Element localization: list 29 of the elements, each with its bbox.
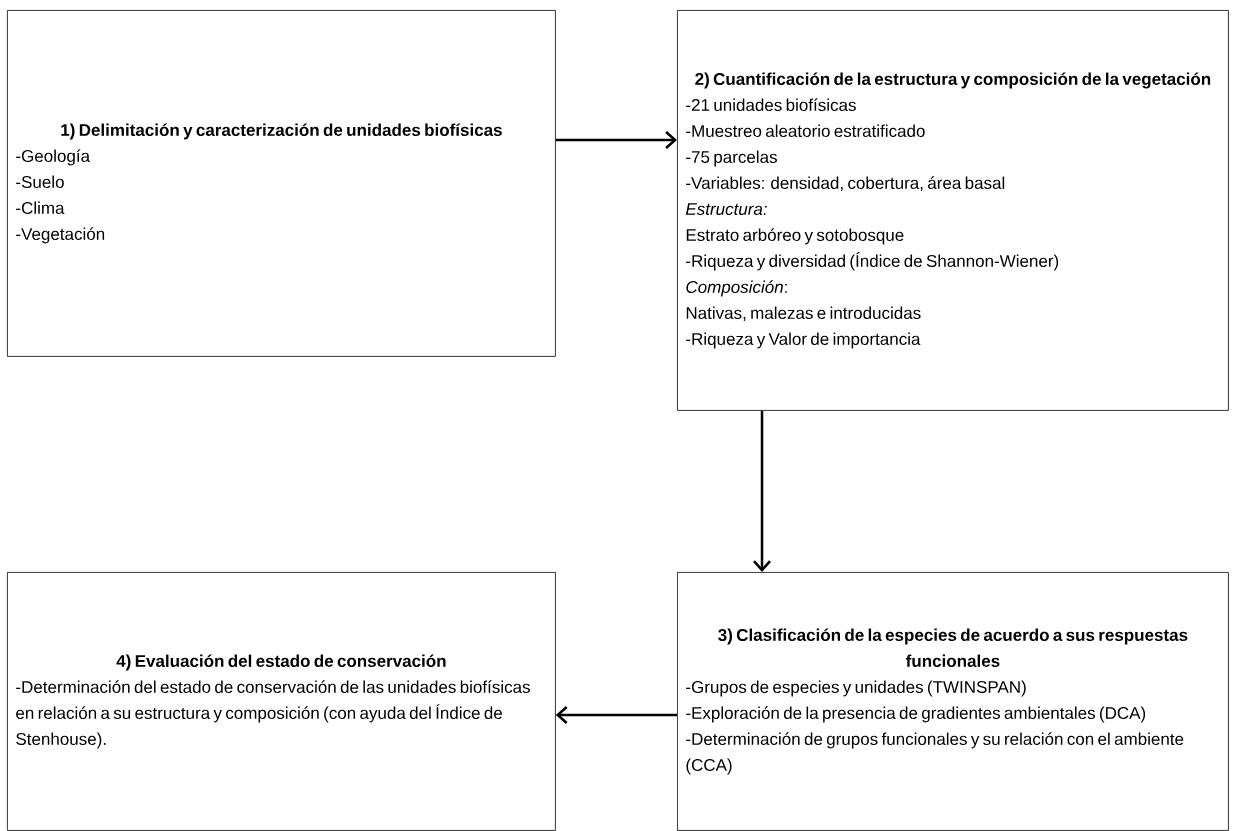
list-item: -Riqueza y diversidad (Índice de Shannon-Wiener): [686, 252, 1059, 271]
list-item: -75 parcelas: [686, 150, 777, 167]
process-box: [7, 10, 556, 357]
process-box: [677, 10, 1229, 411]
process-box: [7, 572, 556, 831]
list-item: Estrato arbóreo y sotobosque: [686, 228, 904, 245]
list-item: -Determinación de grupos funcionales y su relación con el ambiente (CCA): [686, 732, 1184, 775]
box-heading: 2) Cuantificación de la estructura y composición de la vegetación: [695, 72, 1211, 89]
list-item: Composición:: [686, 280, 787, 297]
list-item: -Clima: [16, 201, 65, 215]
arrow: [753, 410, 771, 572]
list-item: -Geología: [16, 149, 91, 166]
list-item: -Riqueza y Valor de importancia: [686, 332, 921, 349]
box-heading: 1) Delimitación y caracterización de unidades biofísicas: [61, 123, 502, 140]
list-item: Nativas, malezas e introducidas: [686, 306, 921, 322]
list-item: -Suelo: [16, 175, 64, 189]
list-item: -Determinación del estado de conservación de las unidades biofísicas en relación a su estructura y composición (con ayuda del Índice de Stenhouse).: [16, 680, 530, 749]
list-item: -Variables: densidad, cobertura, área basal: [686, 176, 1005, 192]
box-heading: 3) Clasificación de la especies de acuerdo a sus respuestas funcionales: [718, 628, 1188, 668]
list-item: -Grupos de especies y unidades (TWINSPAN): [686, 680, 1026, 697]
process-box: [677, 572, 1229, 831]
list-item: -21 unidades biofísicas: [686, 98, 856, 112]
list-item: -Exploración de la presencia de gradientes ambientales (DCA): [686, 706, 1146, 723]
list-item: -Vegetación: [16, 227, 105, 244]
box-heading: 4) Evaluación del estado de conservación: [116, 654, 446, 671]
arrow: [555, 706, 677, 724]
arrow: [555, 131, 677, 149]
list-item: Estructura:: [685, 203, 767, 216]
list-item: -Muestreo aleatorio estratificado: [686, 124, 925, 138]
